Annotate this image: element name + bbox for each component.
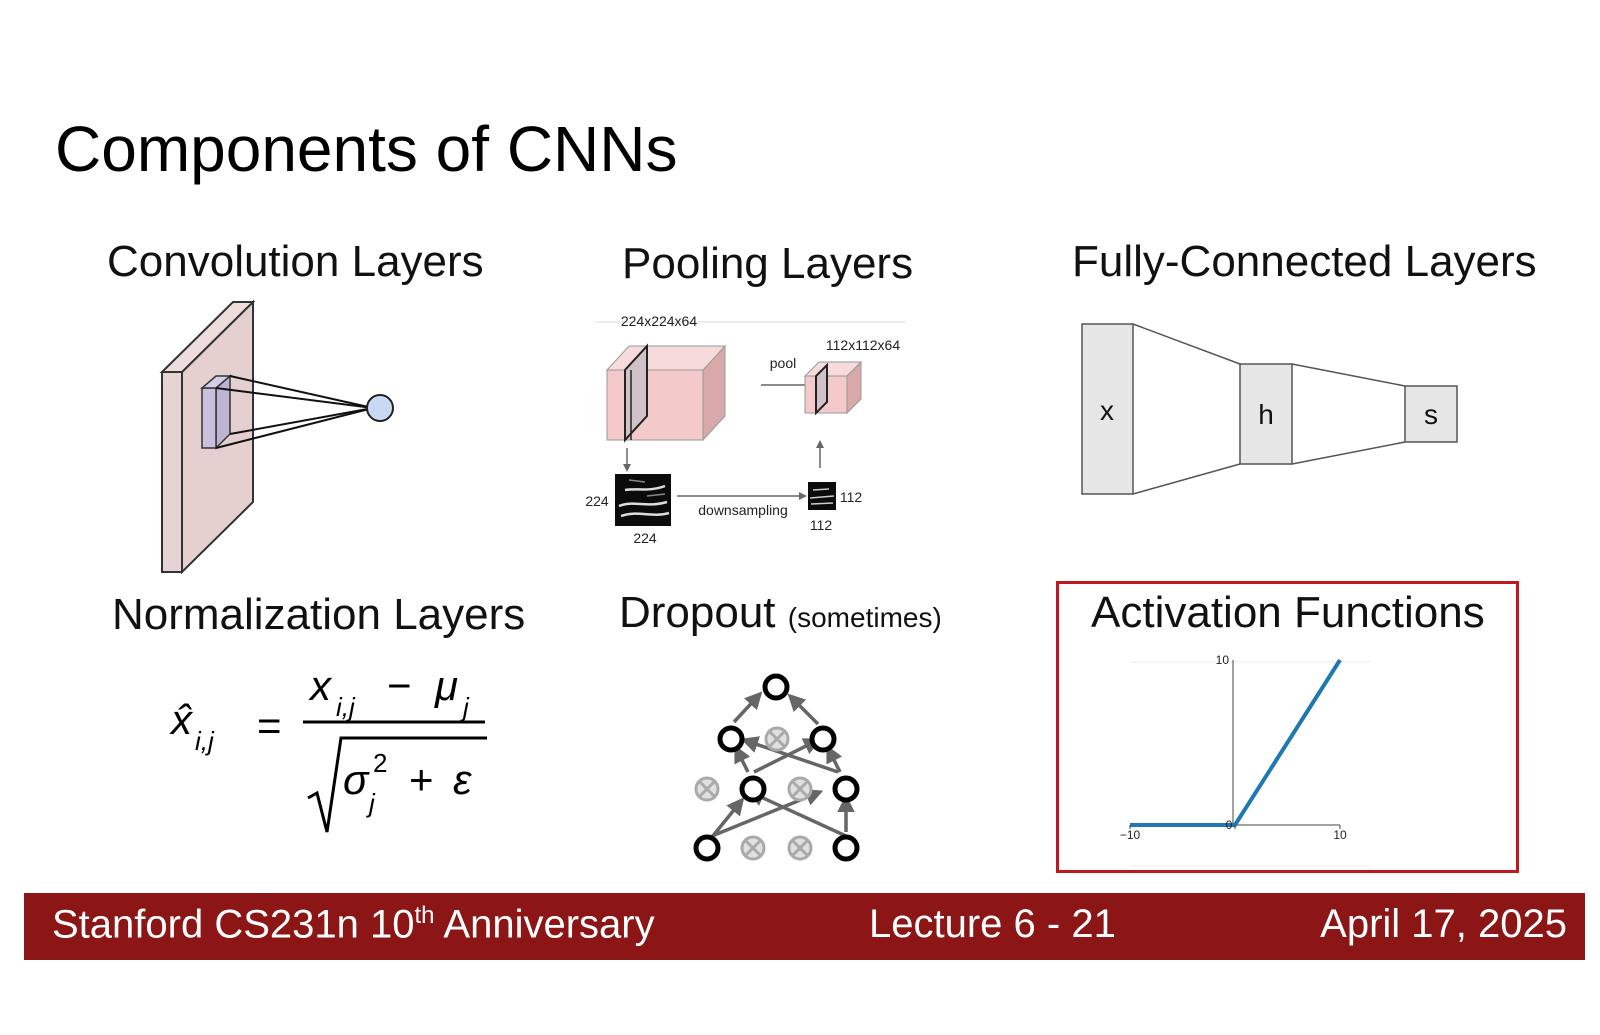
pooling-diagram: 224x224x64 pool 112x112x64 224 224 downs… — [585, 313, 905, 546]
pool-output-label: 112x112x64 — [826, 337, 900, 353]
formula-sqrt — [307, 736, 487, 833]
activation-highlight-box — [1056, 581, 1519, 873]
fc-x-layer — [1081, 323, 1134, 495]
dropout-note: (sometimes) — [787, 602, 942, 633]
formula-lhs-sub: i,j — [195, 726, 215, 756]
dropout-node — [762, 673, 790, 701]
act-relu-line — [1130, 658, 1342, 827]
dropout-node — [739, 775, 767, 803]
activation-functions-title: Activation Functions — [1091, 588, 1485, 637]
formula-lhs: x̂ — [169, 696, 194, 743]
dropout-title-text: Dropout — [619, 588, 776, 637]
conv-output-neuron — [366, 394, 394, 422]
pool-out-width: 112 — [810, 517, 833, 533]
dropout-title: Dropout (sometimes) — [619, 588, 942, 638]
fc-x-label: x — [1100, 395, 1114, 426]
formula-den-plus: + — [409, 756, 434, 803]
formula-minus: − — [387, 662, 412, 709]
formula-den-eps: ε — [453, 756, 472, 803]
fc-h-layer — [1239, 363, 1293, 465]
footer-date: April 17, 2025 — [1320, 902, 1567, 946]
fc-s-layer — [1404, 385, 1458, 443]
pool-input-label: 224x224x64 — [621, 313, 698, 329]
conv-diagram — [159, 299, 394, 575]
act-x-tick-label: 0 — [1226, 818, 1233, 832]
dropout-node — [717, 725, 745, 753]
footer-course-suffix: Anniversary — [434, 902, 655, 947]
pool-downsampling-label: downsampling — [698, 502, 788, 518]
conv-layers-title: Convolution Layers — [107, 237, 484, 286]
pool-in-height: 224 — [585, 493, 609, 509]
normalization-layers-title: Normalization Layers — [112, 590, 526, 639]
act-x-tick-label: −10 — [1120, 828, 1141, 842]
fc-s-label: s — [1424, 399, 1438, 430]
formula-num-mu: μ — [434, 662, 458, 709]
fc-diagram: x h s — [1081, 323, 1458, 495]
act-x-tick-label: 10 — [1333, 828, 1347, 842]
act-y-tick-label: 10 — [1216, 653, 1230, 667]
slide-title: Components of CNNs — [55, 113, 678, 185]
pool-out-height: 112 — [840, 489, 863, 505]
normalization-formula: x̂ i,j = x i,j − μ j σ j 2 + ε — [169, 662, 487, 833]
footer-course-text: Stanford CS231n 10 — [52, 902, 415, 947]
fc-h-label: h — [1258, 399, 1274, 430]
dropout-node — [832, 834, 860, 862]
conv-volume-front — [161, 371, 183, 573]
dropout-node — [809, 725, 837, 753]
formula-den-sigma-sub: j — [366, 788, 376, 818]
footer-course-sup: th — [414, 902, 435, 929]
footer-bar: Stanford CS231n 10th Anniversary Lecture… — [24, 893, 1585, 960]
pool-in-width: 224 — [633, 530, 657, 546]
pooling-layers-title: Pooling Layers — [622, 239, 914, 288]
formula-num-x: x — [308, 662, 333, 709]
formula-den-sigma-sup: 2 — [373, 748, 387, 778]
pool-op-label: pool — [770, 355, 796, 371]
formula-den-sigma: σ — [343, 756, 370, 803]
conv-volume-top — [159, 301, 256, 373]
fc-layers-title: Fully-Connected Layers — [1072, 237, 1537, 286]
formula-eq: = — [257, 702, 282, 749]
formula-num-x-sub: i,j — [336, 692, 356, 722]
formula-num-mu-sub: j — [460, 692, 470, 722]
pool-input-image — [615, 474, 671, 526]
pool-output-slice — [815, 362, 828, 416]
activation-chart: −10 0 10 10 — [1120, 653, 1370, 867]
footer-course: Stanford CS231n 10th Anniversary — [52, 902, 655, 947]
footer-lecture: Lecture 6 - 21 — [869, 902, 1116, 946]
dropout-diagram — [693, 673, 860, 862]
dropout-node — [693, 834, 721, 862]
dropout-node — [832, 775, 860, 803]
